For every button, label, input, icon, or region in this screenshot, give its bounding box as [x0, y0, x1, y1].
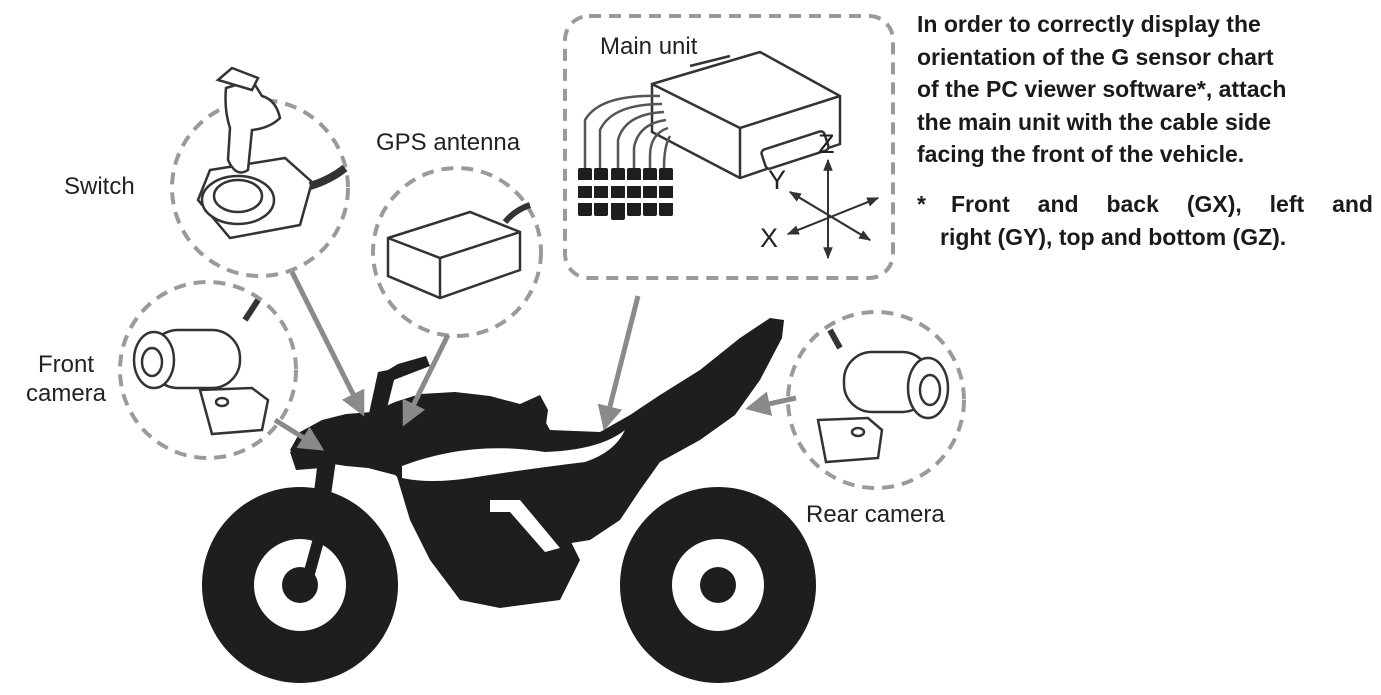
- main-unit-illustration: [650, 50, 842, 180]
- main-unit-pointer-arrow: [597, 295, 641, 431]
- switch-pointer-arrow: [289, 270, 365, 417]
- gps-antenna-illustration: [386, 202, 532, 300]
- footnote-line2: right (GY), top and bottom (GZ).: [940, 223, 1287, 250]
- switch-label: Switch: [64, 173, 135, 200]
- description-line: orientation of the G sensor chart: [917, 43, 1274, 70]
- footnote: * Front and back (GX), left and right (G…: [917, 188, 1373, 253]
- motorcycle-silhouette: [202, 318, 816, 683]
- front-camera-illustration: [132, 298, 270, 436]
- footnote-word: and: [1037, 191, 1079, 217]
- main-unit-callout-box: [563, 14, 895, 280]
- main-unit-cables: [583, 94, 672, 169]
- installation-description: In order to correctly display the orient…: [917, 8, 1373, 171]
- description-line: facing the front of the vehicle.: [917, 141, 1245, 167]
- description-line: of the PC viewer software*, attach: [917, 76, 1287, 102]
- description-line: In order to correctly display the: [917, 11, 1261, 37]
- main-unit-label: Main unit: [600, 33, 698, 60]
- axis-x-label: X: [760, 223, 779, 253]
- switch-callout-circle: [170, 98, 350, 278]
- front-camera-label: Front camera: [10, 350, 122, 408]
- footnote-line1-words: Front and back (GX), left and: [951, 188, 1373, 221]
- rear-camera-illustration: [816, 328, 950, 464]
- rear-camera-pointer-arrow: [745, 391, 797, 416]
- front-camera-pointer-arrow: [273, 417, 325, 451]
- gps-pointer-arrow: [402, 333, 451, 427]
- front-camera-callout-circle: [118, 280, 298, 460]
- axis-indicator: [786, 158, 880, 260]
- wheel-hubs: [282, 520, 736, 603]
- footnote-marker: *: [917, 191, 926, 217]
- switch-illustration: [196, 66, 348, 240]
- footnote-line1: * Front and back (GX), left and: [917, 188, 1373, 221]
- axis-z-label: Z: [818, 129, 835, 159]
- rear-camera-label: Rear camera: [806, 501, 945, 528]
- footnote-word: back: [1106, 191, 1159, 217]
- main-unit-connectors: [578, 168, 673, 220]
- front-camera-label-line2: camera: [25, 380, 107, 407]
- gps-antenna-label: GPS antenna: [376, 129, 521, 156]
- gps-callout-circle: [371, 166, 543, 338]
- footnote-word: (GX),: [1186, 191, 1242, 217]
- footnote-word: and: [1332, 191, 1373, 217]
- footnote-word: left: [1269, 191, 1305, 217]
- description-line: the main unit with the cable side: [917, 108, 1271, 135]
- footnote-word: Front: [951, 191, 1010, 217]
- rear-camera-callout-circle: [786, 310, 966, 490]
- axis-y-label: Y: [768, 165, 787, 195]
- main-unit-connectors-band: [578, 180, 674, 203]
- front-camera-label-line1: Front: [37, 351, 94, 378]
